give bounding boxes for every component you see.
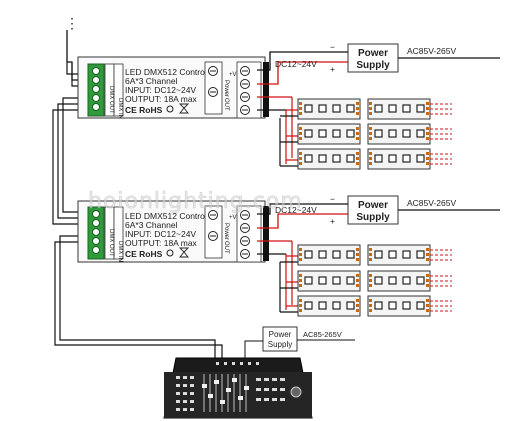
recycle-bin-icon	[178, 103, 190, 114]
certification-marks: CE RoHS	[125, 105, 163, 115]
controller-input: INPUT: DC12~24V	[125, 85, 196, 95]
dmx-chain-wires	[52, 61, 223, 358]
dmx512-console	[163, 357, 313, 419]
dc-input-label: DC12~24V	[275, 205, 317, 215]
led-strip	[297, 98, 361, 120]
settings-icon	[166, 105, 174, 113]
power-label: Power	[223, 80, 229, 97]
controller-output: OUTPUT: 18A max	[125, 238, 198, 248]
led-strip	[297, 123, 361, 145]
led-strip	[297, 270, 361, 292]
led-strip	[367, 148, 431, 170]
led-strip	[297, 148, 361, 170]
led-strip	[367, 98, 431, 120]
minus-label: −	[330, 194, 335, 204]
led-strip	[367, 244, 431, 266]
dmx-out-label: DMX OUT	[108, 229, 114, 257]
svg-text:Supply: Supply	[356, 212, 390, 223]
led-strip	[297, 295, 361, 317]
out-label: OUT	[223, 98, 229, 111]
minus-label: −	[330, 42, 335, 52]
controller-channel: 6A*3 Channel	[125, 220, 178, 230]
power-supply-2: Power Supply AC85V-265V DC12~24V − +	[257, 194, 500, 229]
recycle-bin-icon	[178, 247, 190, 258]
certification-marks: CE RoHS	[125, 249, 163, 259]
svg-text:Supply: Supply	[268, 340, 292, 349]
controller-input: INPUT: DC12~24V	[125, 229, 196, 239]
power-supply-3: Power Supply AC85-265V	[244, 326, 355, 358]
led-strip	[297, 244, 361, 266]
svg-text:Power: Power	[269, 330, 292, 339]
controller-output: OUTPUT: 18A max	[125, 94, 198, 104]
vplus-label: +V	[229, 72, 237, 78]
led-strip	[367, 270, 431, 292]
ac-input-label: AC85V-265V	[407, 198, 456, 208]
controller-2: DMX OUT DMX IN LED DMX512 Controller 6A*…	[77, 200, 269, 263]
dmx-out-label: DMX OUT	[108, 86, 114, 114]
led-strip-group-1	[257, 96, 452, 170]
controller-title: LED DMX512 Controller	[125, 67, 216, 77]
led-strip	[367, 295, 431, 317]
ac-input-label: AC85-265V	[303, 330, 342, 339]
jog-wheel-icon	[290, 386, 302, 398]
controller-1: DMX OUT DMX IN LED DMX512 Controller 6A*…	[77, 56, 269, 119]
dmx-in-label: DMX IN	[117, 241, 123, 262]
vplus-label: +V	[229, 215, 237, 221]
plus-label: +	[330, 64, 335, 74]
led-strip-group-2	[257, 240, 452, 317]
ac-input-label: AC85V-265V	[407, 46, 456, 56]
continuation-dots: ⋮	[65, 15, 79, 31]
out-label: OUT	[223, 241, 229, 254]
svg-text:Supply: Supply	[356, 60, 390, 71]
power-supply-1: Power Supply AC85V-265V DC12~24V − +	[257, 42, 500, 85]
svg-text:Power: Power	[358, 200, 388, 211]
power-label: Power	[223, 223, 229, 240]
settings-icon	[166, 249, 174, 257]
controller-channel: 6A*3 Channel	[125, 76, 178, 86]
dmx-in-label: DMX IN	[117, 98, 123, 119]
controller-title: LED DMX512 Controller	[125, 211, 216, 221]
dc-input-label: DC12~24V	[275, 59, 317, 69]
watermark: hoionlighting.com	[88, 189, 303, 214]
svg-text:Power: Power	[358, 48, 388, 59]
led-strip	[367, 123, 431, 145]
plus-label: +	[330, 216, 335, 226]
